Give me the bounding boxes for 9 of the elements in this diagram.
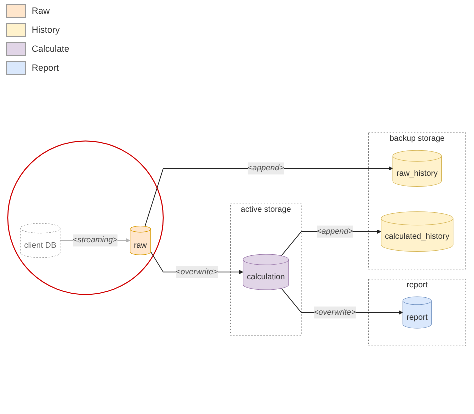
edge-label: <append>	[248, 164, 284, 174]
edge-label: <append>	[316, 228, 354, 236]
legend-label: Calculate	[32, 44, 70, 54]
edge-label: <overwrite>	[314, 308, 356, 318]
legend-label: Report	[32, 63, 60, 73]
edge-label: <overwrite>	[176, 268, 218, 277]
edge-label: <streaming>	[72, 236, 118, 246]
legend-label: Raw	[32, 6, 50, 16]
legend-label: History	[32, 25, 60, 35]
